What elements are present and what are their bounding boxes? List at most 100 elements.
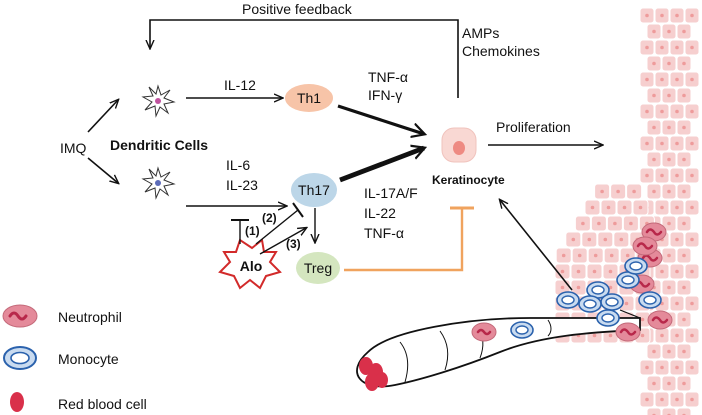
inhibition-2-bar	[292, 202, 304, 218]
legend-neutrophil-label: Neutrophil	[58, 309, 122, 325]
positive-feedback-arrow	[150, 19, 459, 98]
skin-cell-nucleus	[571, 237, 576, 242]
skin-cell-nucleus	[576, 269, 581, 274]
skin-cell-nucleus	[675, 109, 679, 114]
il17af-label: IL-17A/F	[364, 185, 418, 201]
dendritic-cell-icon	[141, 166, 176, 200]
skin-cell-nucleus	[652, 381, 656, 386]
skin-cell-nucleus	[660, 77, 664, 82]
dendritic-cells-label: Dendritic Cells	[110, 137, 208, 153]
skin-cell-nucleus	[690, 301, 694, 306]
skin-cell-nucleus	[667, 221, 671, 226]
skin-cell-nucleus	[682, 29, 686, 34]
skin-cell-nucleus	[645, 365, 649, 370]
skin-cell-nucleus	[597, 221, 601, 226]
red-blood-cell-group	[359, 357, 388, 391]
skin-cell-nucleus	[682, 61, 686, 66]
skin-cell-nucleus	[609, 253, 614, 258]
skin-cell-nucleus	[690, 205, 694, 210]
tnf-alpha-label-2: TNF-α	[364, 225, 404, 241]
monocyte	[638, 291, 662, 309]
amps-label: AMPs	[462, 25, 499, 41]
skin-cell-nucleus	[675, 397, 679, 402]
skin-cell-nucleus	[660, 141, 664, 146]
skin-cell-nucleus	[690, 333, 694, 338]
skin-cell-nucleus	[645, 173, 649, 178]
skin-cell-nucleus	[632, 189, 636, 194]
inhibition-2-line	[255, 209, 299, 245]
skin-cell-nucleus	[660, 397, 664, 402]
skin-cell-nucleus	[645, 45, 649, 50]
skin-cell-nucleus	[652, 157, 656, 162]
immune-cell-infiltrate	[556, 222, 673, 342]
skin-cell-nucleus	[606, 205, 611, 210]
skin-cell-nucleus	[675, 269, 679, 274]
skin-cell-nucleus	[675, 173, 679, 178]
skin-cell-nucleus	[682, 381, 686, 386]
skin-cell-nucleus	[645, 141, 649, 146]
skin-cell-nucleus	[652, 125, 656, 130]
path-3-label: (3)	[286, 237, 301, 251]
skin-cell-nucleus	[590, 205, 595, 210]
skin-cell-nucleus	[690, 269, 694, 274]
skin-cell-nucleus	[675, 141, 679, 146]
skin-cell-nucleus	[682, 189, 686, 194]
skin-cell-nucleus	[667, 29, 671, 34]
neutrophil	[647, 310, 673, 330]
skin-cell-nucleus	[645, 109, 649, 114]
skin-cell-nucleus	[624, 301, 629, 306]
skin-cell-nucleus	[690, 77, 694, 82]
skin-cell-nucleus	[652, 189, 656, 194]
skin-cell-nucleus	[675, 13, 679, 18]
neutrophil-in-vessel	[471, 322, 497, 342]
path-2-label: (2)	[262, 211, 277, 225]
tnf-alpha-label-1: TNF-α	[368, 69, 408, 85]
skin-cell-nucleus	[667, 349, 671, 354]
skin-cell-nucleus	[690, 141, 694, 146]
vessel-exit-line	[619, 309, 641, 319]
skin-cell-nucleus	[667, 61, 671, 66]
skin-cell-nucleus	[667, 189, 671, 194]
skin-cell-nucleus	[560, 285, 565, 290]
skin-cell-nucleus	[660, 205, 664, 210]
imq-to-dc2-arrow	[87, 157, 118, 183]
ifn-gamma-label: IFN-γ	[368, 87, 402, 103]
monocyte	[600, 293, 624, 311]
skin-cell-nucleus	[660, 13, 664, 18]
red-blood-cell-icon	[10, 392, 24, 412]
skin-cell-nucleus	[660, 109, 664, 114]
path-1-label: (1)	[245, 224, 260, 238]
skin-cell-nucleus	[682, 349, 686, 354]
chemokines-label: Chemokines	[462, 43, 540, 59]
skin-cell-nucleus	[660, 333, 664, 338]
keratinocyte-cell	[441, 127, 477, 163]
skin-cell-nucleus	[690, 45, 694, 50]
monocyte	[586, 281, 610, 299]
legend: Neutrophil Monocyte Red blood cell	[2, 304, 147, 412]
skin-cell-nucleus	[682, 93, 686, 98]
neutrophil-icon	[2, 304, 38, 328]
skin-cell-nucleus	[675, 365, 679, 370]
il6-label: IL-6	[226, 157, 250, 173]
skin-cell-nucleus	[616, 189, 620, 194]
skin-cell-nucleus	[652, 93, 656, 98]
skin-cell-nucleus	[682, 317, 686, 322]
skin-cell-nucleus	[638, 205, 643, 210]
skin-tissue	[554, 7, 700, 415]
skin-cell-nucleus	[629, 221, 633, 226]
skin-cell-nucleus	[667, 381, 671, 386]
skin-cell-nucleus	[576, 285, 581, 290]
monocyte	[596, 309, 620, 327]
legend-monocyte-label: Monocyte	[58, 351, 119, 367]
skin-cell-nucleus	[592, 333, 597, 338]
skin-cell-nucleus	[603, 237, 608, 242]
th1-cell	[285, 84, 333, 112]
neutrophil	[632, 236, 658, 256]
skin-cell-nucleus	[675, 77, 679, 82]
skin-cell-nucleus	[645, 397, 649, 402]
skin-cell-nucleus	[682, 157, 686, 162]
skin-cell-nucleus	[675, 205, 679, 210]
th17-to-keratinocyte-arrow	[339, 148, 424, 183]
skin-cell-nucleus	[690, 173, 694, 178]
